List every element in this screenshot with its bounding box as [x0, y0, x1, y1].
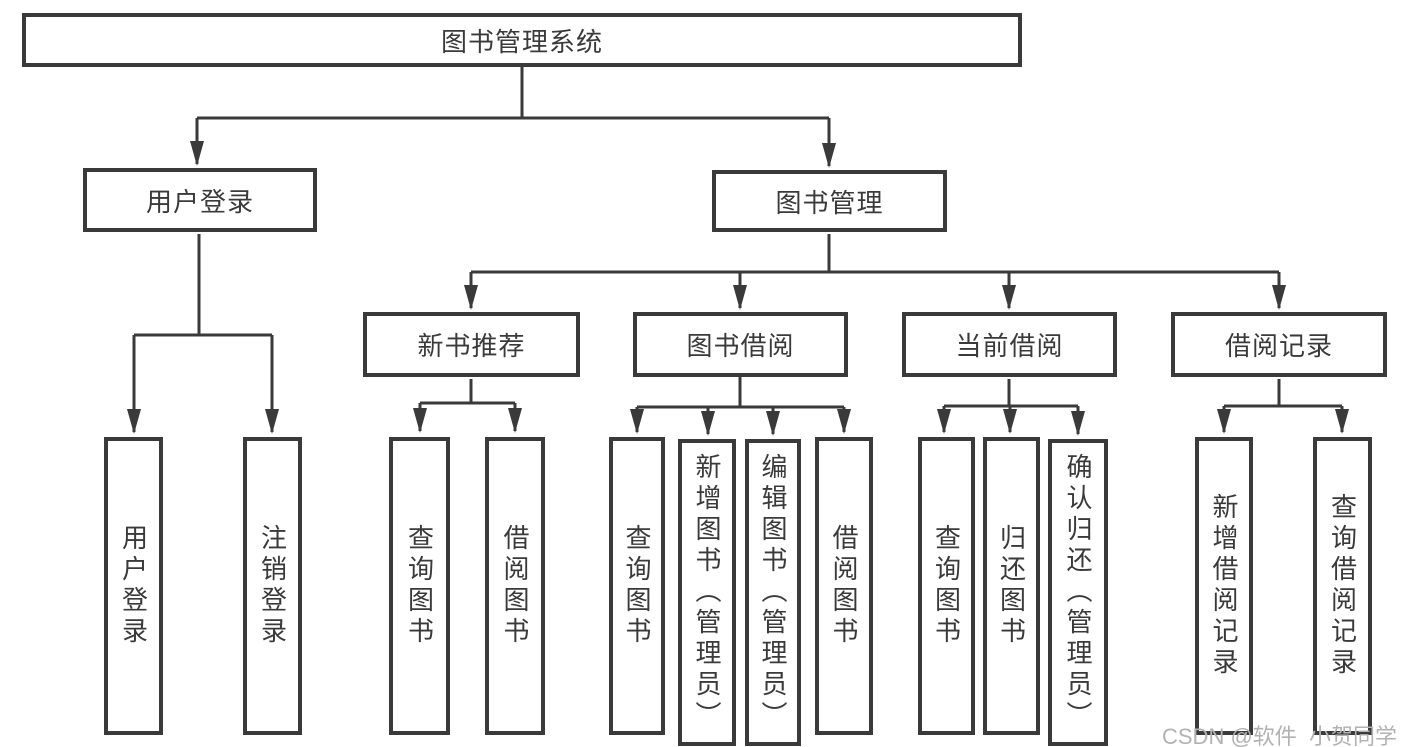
node-label: 新增图书（管理员）	[692, 453, 722, 732]
leaf-add-book-admin: 新增图书（管理员）	[678, 439, 736, 746]
node-label: 注销登录	[257, 524, 288, 648]
node-label: 借阅图书	[500, 524, 530, 648]
node-new-book-recommend: 新书推荐	[363, 312, 580, 377]
leaf-return-book: 归还图书	[983, 437, 1040, 735]
node-label: 编辑图书（管理员）	[758, 453, 788, 732]
leaf-user-login: 用户登录	[104, 437, 163, 735]
leaf-query-books-current: 查询图书	[918, 437, 975, 735]
node-label: 当前借阅	[955, 331, 1064, 361]
leaf-confirm-return-admin: 确认归还（管理员）	[1048, 439, 1108, 746]
leaf-logout: 注销登录	[243, 437, 302, 735]
leaf-query-books-recommend: 查询图书	[389, 437, 450, 735]
node-label: 图书借阅	[686, 331, 795, 361]
node-label: 图书管理	[775, 187, 884, 218]
csdn-watermark: CSDN @软件_小贺同学	[1162, 724, 1398, 747]
node-label: 查询借阅记录	[1327, 493, 1358, 679]
node-book-borrowing: 图书借阅	[633, 312, 848, 377]
node-label: 新书推荐	[417, 331, 526, 361]
node-label: 查询图书	[931, 524, 962, 648]
node-label: 归还图书	[996, 524, 1027, 648]
node-label: 用户登录	[145, 186, 254, 217]
node-label: 确认归还（管理员）	[1063, 453, 1093, 732]
node-label: 借阅记录	[1224, 331, 1333, 361]
node-label: 新增借阅记录	[1209, 493, 1239, 679]
node-label: 借阅图书	[829, 524, 859, 648]
leaf-edit-book-admin: 编辑图书（管理员）	[745, 439, 801, 746]
node-current-borrowing: 当前借阅	[902, 312, 1117, 377]
node-root-library-management-system: 图书管理系统	[22, 13, 1022, 67]
leaf-borrow-books-borrowing: 借阅图书	[815, 437, 873, 735]
leaf-query-books-borrowing: 查询图书	[609, 437, 665, 735]
leaf-borrow-books-recommend: 借阅图书	[485, 437, 545, 735]
node-book-management-branch: 图书管理	[712, 170, 947, 232]
leaf-add-borrow-record: 新增借阅记录	[1195, 437, 1253, 735]
node-borrowing-records: 借阅记录	[1171, 312, 1387, 377]
node-label: 图书管理系统	[440, 26, 603, 57]
node-label: 查询图书	[622, 524, 652, 648]
node-label: 查询图书	[404, 524, 435, 648]
node-user-login-branch: 用户登录	[83, 168, 317, 232]
node-label: 用户登录	[118, 524, 149, 648]
leaf-query-borrow-record: 查询借阅记录	[1313, 437, 1372, 735]
